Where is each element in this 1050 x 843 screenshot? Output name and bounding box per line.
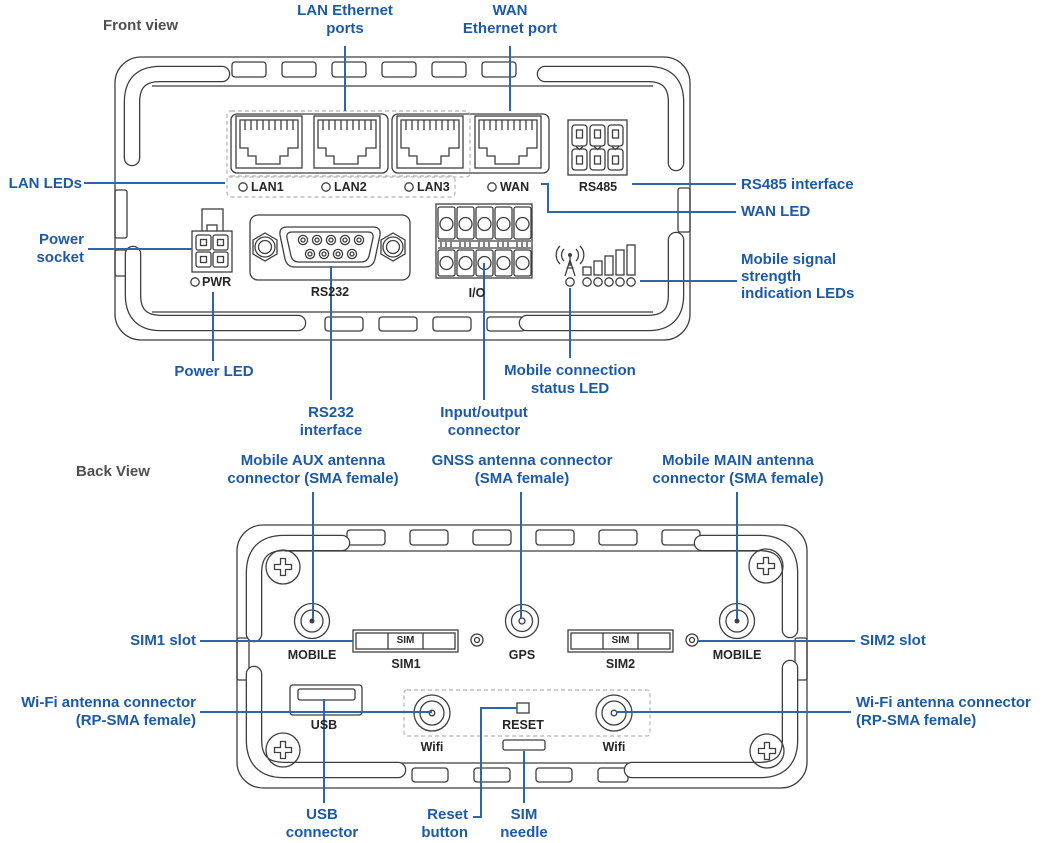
sim2-slot	[567, 629, 674, 653]
label-io: I/O	[468, 286, 486, 300]
label-reset: RESET	[502, 718, 544, 732]
power-led	[190, 277, 200, 287]
ethernet-port-lan2	[313, 115, 381, 169]
lan3-led	[404, 182, 414, 192]
annotation-power-led: Power LED	[174, 363, 254, 380]
annotation-rs232-interface: RS232 interface	[299, 404, 363, 439]
mobile-status-led	[565, 277, 575, 287]
front-shell	[114, 56, 691, 341]
annotation-mobile-aux: Mobile AUX antenna connector (SMA female…	[227, 452, 399, 487]
label-lan1: LAN1	[251, 180, 284, 194]
annotation-reset-button: Reset button	[421, 806, 468, 841]
label-rs485: RS485	[578, 180, 618, 194]
sim1-eject-hole	[470, 633, 484, 647]
annotation-usb-connector: USB connector	[285, 806, 359, 841]
signal-led-indicators	[565, 277, 636, 287]
annotation-io-connector: Input/output connector	[440, 404, 528, 439]
annotation-sim1-slot: SIM1 slot	[130, 632, 196, 649]
ethernet-port-lan1	[235, 115, 303, 169]
annotation-wifi-right: Wi-Fi antenna connector (RP-SMA female)	[856, 694, 1031, 729]
annotation-wan-ethernet-port: WAN Ethernet port	[462, 2, 558, 37]
leader-lines	[84, 46, 855, 818]
label-mobile-left: MOBILE	[287, 648, 337, 662]
wan-led	[487, 182, 497, 192]
annotation-lan-leds: LAN LEDs	[8, 175, 82, 192]
rs232-connector	[249, 214, 411, 281]
sim-needle	[502, 739, 546, 751]
lan-leds-dashed-box	[226, 175, 456, 198]
annotation-mobile-main: Mobile MAIN antenna connector (SMA femal…	[652, 452, 824, 487]
annotation-wan-led: WAN LED	[741, 203, 811, 220]
annotation-sim-needle: SIM needle	[500, 806, 548, 841]
annotation-power-socket: Power socket	[36, 231, 84, 266]
label-wan: WAN	[500, 180, 530, 194]
io-terminal-block	[435, 203, 533, 279]
annotation-gnss: GNSS antenna connector (SMA female)	[431, 452, 613, 487]
label-mobile-right: MOBILE	[712, 648, 762, 662]
corner-screws	[265, 548, 785, 769]
label-gps: GPS	[508, 648, 536, 662]
port-led-indicators	[238, 182, 497, 192]
ethernet-housing-left	[230, 113, 389, 174]
label-wifi-left: Wifi	[420, 740, 444, 754]
label-sim1: SIM1	[391, 657, 421, 671]
label-sim-badge1: SIM	[396, 635, 415, 646]
lan2-led	[321, 182, 331, 192]
label-wifi-right: Wifi	[602, 740, 626, 754]
label-usb: USB	[310, 718, 338, 732]
label-rs232: RS232	[310, 285, 350, 299]
label-lan2: LAN2	[334, 180, 367, 194]
line-wan-led	[541, 183, 736, 213]
back-panel-illustration	[236, 524, 808, 789]
label-sim-badge2: SIM	[611, 635, 630, 646]
label-lan3: LAN3	[417, 180, 450, 194]
back-view-heading: Back View	[76, 463, 150, 480]
label-pwr: PWR	[202, 275, 232, 289]
label-sim2: SIM2	[605, 657, 636, 671]
usb-port	[289, 684, 363, 716]
lan1-led	[238, 182, 248, 192]
line-reset	[473, 707, 517, 818]
antenna-icon	[555, 245, 585, 277]
power-socket	[191, 208, 233, 273]
signal-strength-bars	[582, 244, 636, 276]
annotation-lan-ethernet-ports: LAN Ethernet ports	[297, 2, 393, 37]
annotation-wifi-left: Wi-Fi antenna connector (RP-SMA female)	[21, 694, 196, 729]
ethernet-port-wan	[474, 115, 542, 169]
annotation-mobile-signal-leds: Mobile signal strength indication LEDs	[741, 251, 855, 302]
front-view-heading: Front view	[103, 17, 179, 34]
ethernet-port-lan3	[396, 115, 464, 169]
back-vent-slots	[236, 529, 808, 783]
annotation-rs485-interface: RS485 interface	[741, 176, 854, 193]
annotation-sim2-slot: SIM2 slot	[860, 632, 926, 649]
back-corner-bumpers	[245, 534, 799, 779]
rs485-connector	[567, 119, 628, 176]
front-panel-illustration	[114, 56, 691, 341]
annotation-mobile-status-led: Mobile connection status LED	[504, 362, 636, 397]
front-corner-bumpers	[123, 65, 685, 332]
lan-ports-dashed-box	[226, 110, 471, 178]
